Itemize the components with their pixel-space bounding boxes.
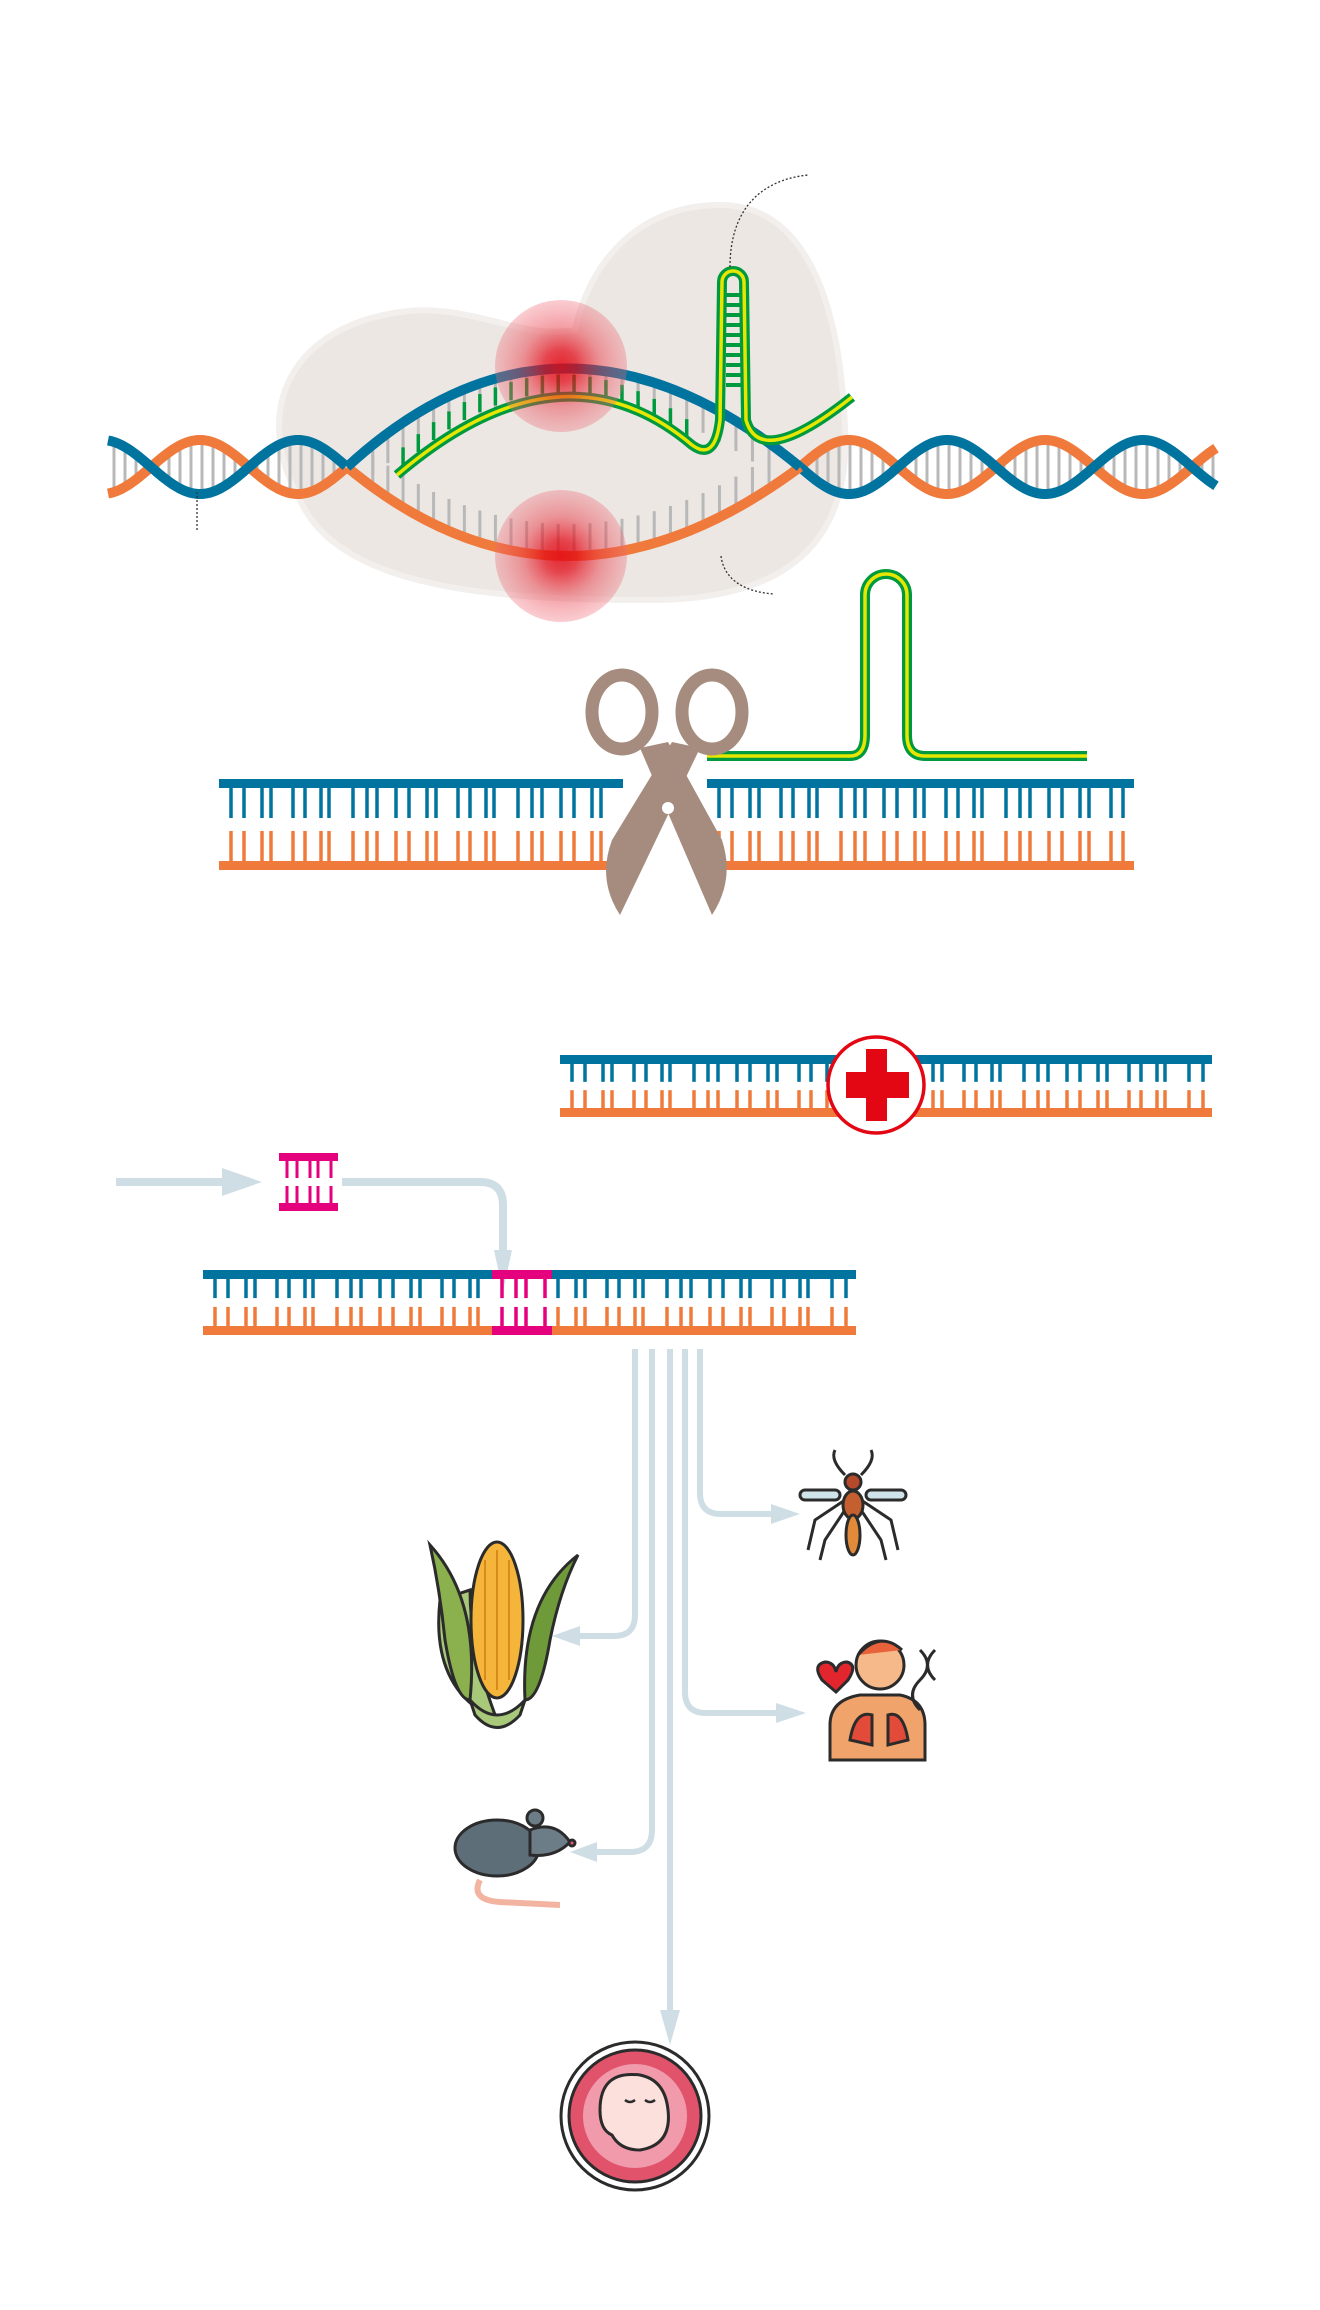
dna-strand-blue xyxy=(796,435,1219,499)
dna-strand-orange xyxy=(796,435,1219,499)
mosquito-icon xyxy=(798,1449,908,1561)
cut-dna xyxy=(219,569,1134,915)
human-health-icon xyxy=(816,1639,937,1762)
guide-rna-bound xyxy=(707,569,1087,761)
arrow-in xyxy=(116,1168,262,1196)
cut-site-glow-top xyxy=(495,300,627,432)
strand-blue xyxy=(707,779,1134,788)
embryo-icon xyxy=(559,2040,711,2192)
dna-strand-blue xyxy=(107,434,350,500)
dna-ladder-left xyxy=(219,779,623,870)
corn-icon xyxy=(427,1539,580,1729)
arrowheads xyxy=(552,1504,806,2045)
insertion-flow xyxy=(116,1153,856,1335)
application-arrows xyxy=(575,1349,780,2015)
hairpin-pairs xyxy=(726,293,742,387)
rat-icon xyxy=(453,1808,577,1908)
strand-orange xyxy=(707,861,1134,870)
dna-ladder-right xyxy=(707,779,1134,870)
strand-blue xyxy=(219,779,623,788)
scissors-icon xyxy=(585,668,749,915)
arrow-insert xyxy=(342,1178,507,1262)
dna-ladder-edited xyxy=(203,1270,856,1335)
red-cross-icon xyxy=(826,1035,926,1135)
dna-insert-icon xyxy=(279,1153,338,1211)
cut-site-glow-bottom xyxy=(495,490,627,622)
strand-orange xyxy=(219,861,623,870)
callout-lines xyxy=(196,174,809,595)
cas9-complex xyxy=(107,174,1219,622)
